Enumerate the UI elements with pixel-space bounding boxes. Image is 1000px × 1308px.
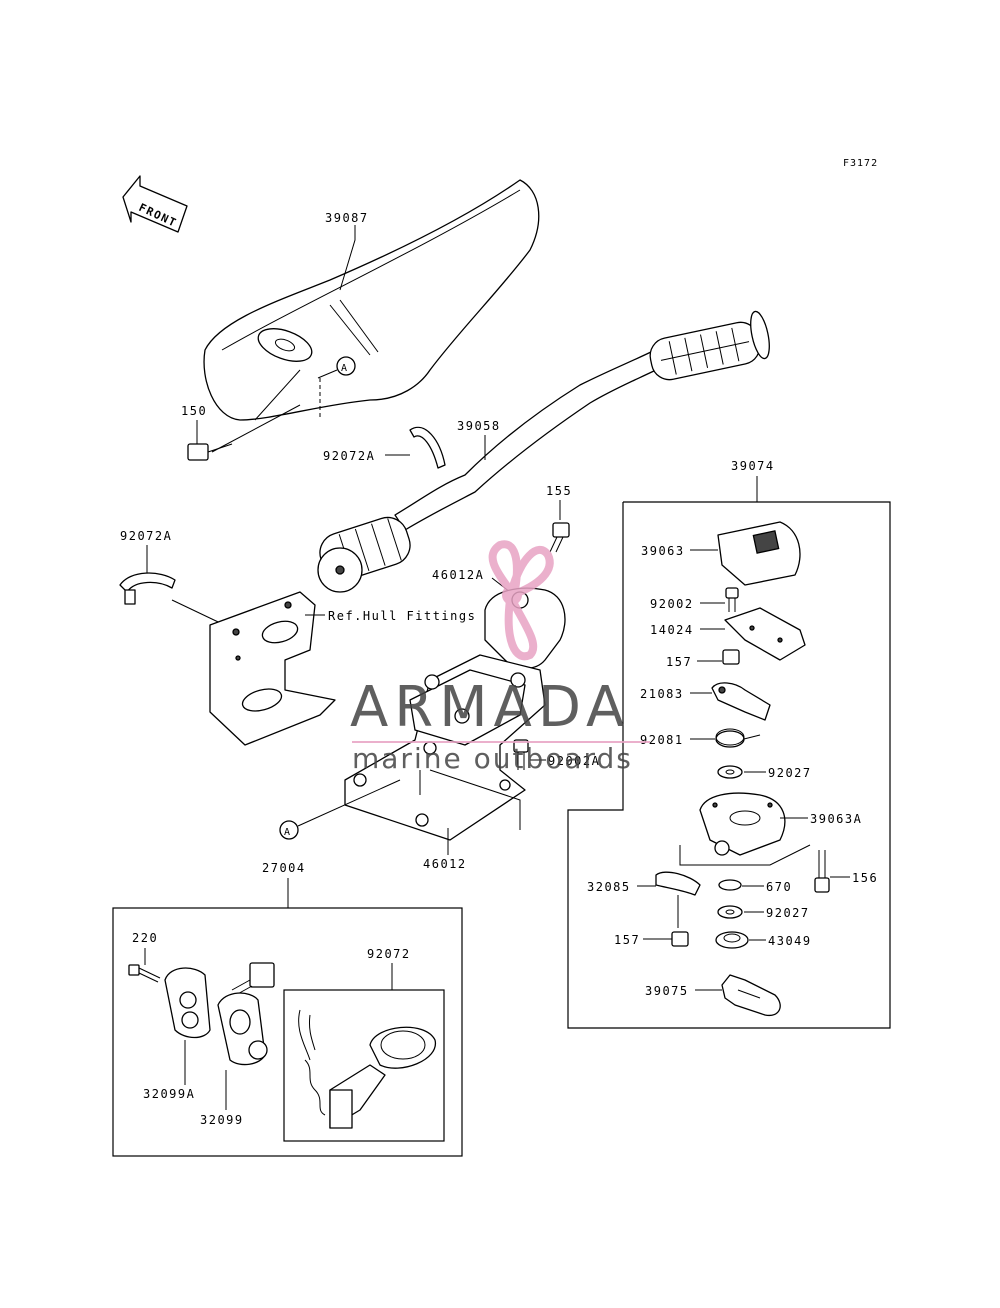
washer-92027a-icon: [717, 765, 743, 779]
reference-note: Ref.Hull Fittings: [328, 609, 476, 623]
label-150: 150: [181, 404, 207, 418]
spring-92081-icon: [715, 728, 761, 748]
label-21083: 21083: [640, 687, 684, 701]
callout-a-lower: A: [284, 827, 292, 838]
label-92072A-top: 92072A: [323, 449, 375, 463]
strap-92072A-top-icon: [409, 426, 446, 469]
lanyard-92072-box: [283, 989, 445, 1142]
callout-a-top: A: [341, 363, 349, 374]
bracket-part: [209, 591, 336, 746]
assembly-27004-box: [112, 907, 463, 1157]
label-92002A: 92002A: [548, 754, 600, 768]
propeller-logo-icon: [488, 540, 554, 661]
switch-32099A-part: [164, 967, 211, 1039]
label-157b: 157: [614, 933, 640, 947]
screw-220-icon: [128, 964, 161, 983]
label-32099: 32099: [200, 1113, 244, 1127]
watermark-brand: ARMADA: [350, 675, 630, 740]
assembly-39074-box: [567, 501, 891, 1029]
label-39063: 39063: [641, 544, 685, 558]
handlebar-cover-part: [203, 179, 540, 421]
label-92081: 92081: [640, 733, 684, 747]
seal-43049-icon: [715, 931, 749, 949]
label-32099A: 32099A: [143, 1087, 195, 1101]
label-43049: 43049: [768, 934, 812, 948]
watermark-tagline: marine outboards: [352, 742, 633, 775]
switch-32099-part: [217, 992, 268, 1066]
label-156: 156: [852, 871, 878, 885]
label-39063A: 39063A: [810, 812, 862, 826]
handlebar-part: [317, 310, 770, 593]
bolt-155-icon: [549, 522, 570, 553]
label-92027b: 92027: [766, 906, 810, 920]
oring-670-icon: [718, 879, 742, 891]
label-27004: 27004: [262, 861, 306, 875]
label-32085: 32085: [587, 880, 631, 894]
lever-32085-part: [655, 871, 701, 896]
nut-157a-icon: [722, 649, 740, 665]
label-39075: 39075: [645, 984, 689, 998]
label-39087: 39087: [325, 211, 369, 225]
label-46012: 46012: [423, 857, 467, 871]
front-arrow-icon: FRONT: [122, 175, 188, 233]
washer-92027b-icon: [717, 905, 743, 919]
label-92002: 92002: [650, 597, 694, 611]
plate-14024-part: [724, 607, 806, 661]
lever-21083-part: [711, 682, 771, 721]
label-92072A-left: 92072A: [120, 529, 172, 543]
label-92027a: 92027: [768, 766, 812, 780]
label-39058: 39058: [457, 419, 501, 433]
callout-a-circle: [336, 356, 356, 376]
label-14024: 14024: [650, 623, 694, 637]
holder-46012-part: [344, 654, 546, 841]
label-670: 670: [766, 880, 792, 894]
bolt-150-icon: [187, 443, 233, 461]
throttle-lever-39075-part: [721, 974, 781, 1017]
figure-code: F3172: [843, 158, 878, 169]
label-39074: 39074: [731, 459, 775, 473]
lanyard-clip-92072-part: [298, 1009, 436, 1129]
bolt-156-icon: [814, 850, 830, 893]
strap-92072A-left-icon: [119, 572, 176, 605]
callout-a-lower-circle: [279, 820, 299, 840]
cover-39063-part: [717, 521, 801, 586]
armada-watermark: ARMADA marine outboards: [350, 540, 650, 775]
label-46012A: 46012A: [432, 568, 484, 582]
nut-157b-icon: [671, 931, 689, 947]
housing-39063A-part: [699, 792, 786, 856]
label-220: 220: [132, 931, 158, 945]
label-157a: 157: [666, 655, 692, 669]
label-92072: 92072: [367, 947, 411, 961]
cap-icon: [231, 962, 275, 997]
screw-92002-icon: [725, 587, 739, 612]
label-155: 155: [546, 484, 572, 498]
